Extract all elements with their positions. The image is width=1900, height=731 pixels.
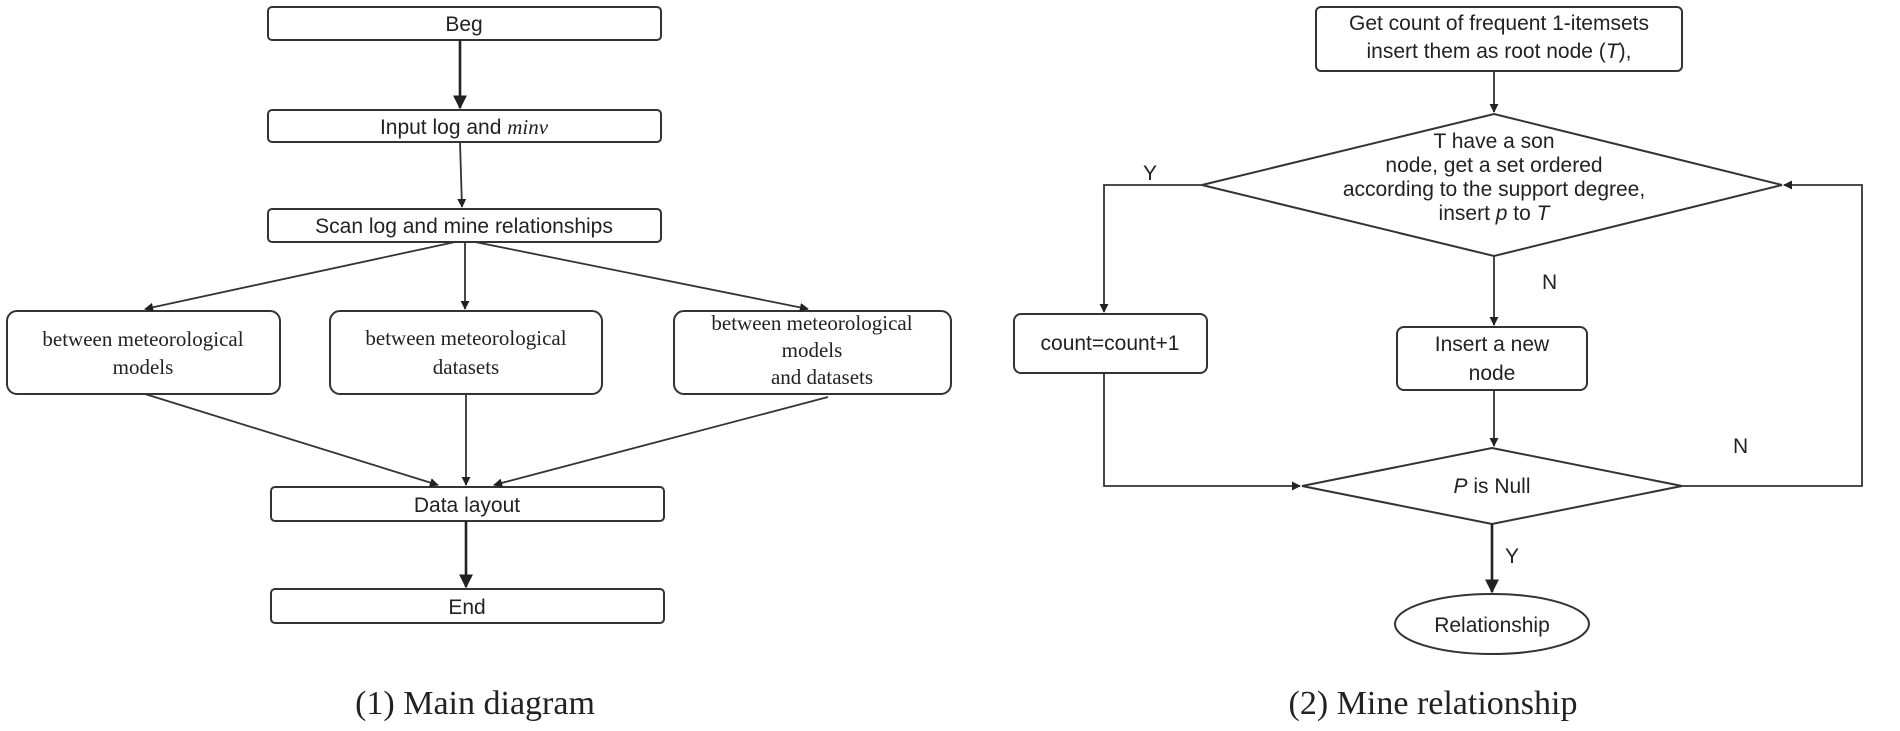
branch-both-line-2: models bbox=[782, 338, 843, 362]
branch-models-line-1: between meteorological bbox=[42, 327, 243, 351]
svg-text:P is Null: P is Null bbox=[1453, 475, 1530, 498]
decision-son-p-variable: p bbox=[1495, 202, 1508, 225]
decision-son-node: T have a son node, get a set ordered acc… bbox=[1201, 112, 1783, 258]
svg-text:insert p to T: insert p to T bbox=[1439, 202, 1552, 225]
mine-relationship-caption: (2) Mine relationship bbox=[1289, 685, 1578, 722]
svg-text:Input log and minv: Input log and minv bbox=[380, 115, 549, 139]
relationship-label: Relationship bbox=[1434, 614, 1550, 637]
start-line-2: insert them as root node ( bbox=[1367, 40, 1606, 63]
main-diagram-caption: (1) Main diagram bbox=[355, 685, 595, 722]
label-no-null: N bbox=[1733, 435, 1748, 458]
data-layout-label: Data layout bbox=[414, 494, 520, 517]
label-no-son: N bbox=[1542, 271, 1557, 294]
decision-son-line-2: node, get a set ordered bbox=[1385, 154, 1602, 177]
main-diagram: Beg Input log and minv Scan log and mine… bbox=[6, 6, 952, 722]
decision-son-line-1: have a son bbox=[1446, 130, 1555, 153]
branch-datasets-node: between meteorological datasets bbox=[329, 310, 603, 395]
insert-line-1: Insert a new bbox=[1435, 333, 1550, 356]
end-node: End bbox=[270, 588, 665, 624]
insert-node: Insert a new node bbox=[1396, 326, 1588, 391]
decision-null-node: P is Null bbox=[1301, 446, 1683, 526]
arrow-decision-yes-to-count bbox=[1099, 184, 1202, 313]
input-label: Input log and bbox=[380, 116, 507, 139]
arrow-count-to-null-check bbox=[1103, 373, 1301, 491]
start-root-variable: T bbox=[1606, 40, 1621, 63]
insert-line-2: node bbox=[1469, 362, 1516, 385]
branch-datasets-line-1: between meteorological bbox=[365, 326, 566, 350]
branch-both-line-3: and datasets bbox=[771, 365, 873, 389]
decision-son-line-3: according to the support degree, bbox=[1343, 178, 1645, 201]
label-yes-son: Y bbox=[1143, 162, 1157, 185]
decision-son-t-variable: T bbox=[1537, 202, 1552, 225]
mine-relationship-diagram: Get count of frequent 1-itemsets insert … bbox=[1013, 6, 1863, 722]
arrow-scan-to-both bbox=[474, 241, 809, 312]
decision-son-variable: T bbox=[1433, 130, 1446, 153]
decision-null-variable: P bbox=[1453, 475, 1467, 498]
arrow-input-to-scan bbox=[457, 141, 467, 208]
branch-both-node: between meteorological models and datase… bbox=[673, 310, 952, 395]
count-label: count=count+1 bbox=[1041, 332, 1180, 355]
start-line-1: Get count of frequent 1-itemsets bbox=[1349, 12, 1649, 35]
label-yes-null: Y bbox=[1505, 545, 1519, 568]
relationship-node: Relationship bbox=[1394, 593, 1590, 655]
branch-both-line-1: between meteorological bbox=[711, 311, 912, 335]
svg-text:insert them as root node (T),: insert them as root node (T), bbox=[1367, 40, 1632, 63]
start-line-2-end: ), bbox=[1619, 40, 1632, 63]
scan-node: Scan log and mine relationships bbox=[267, 208, 662, 243]
count-node: count=count+1 bbox=[1013, 313, 1208, 374]
input-node: Input log and minv bbox=[267, 109, 662, 143]
decision-son-line-4: insert bbox=[1439, 202, 1496, 225]
input-variable: minv bbox=[507, 115, 549, 139]
arrow-models-to-layout bbox=[144, 393, 439, 487]
end-label: End bbox=[448, 596, 485, 619]
decision-null-label: is Null bbox=[1468, 475, 1531, 498]
branch-models-node: between meteorological models bbox=[6, 310, 281, 395]
branch-datasets-line-2: datasets bbox=[433, 355, 499, 379]
begin-node: Beg bbox=[267, 6, 662, 41]
scan-label: Scan log and mine relationships bbox=[315, 215, 613, 238]
begin-label: Beg bbox=[445, 13, 482, 36]
start-node: Get count of frequent 1-itemsets insert … bbox=[1315, 6, 1683, 72]
decision-son-line-4-mid: to bbox=[1507, 202, 1536, 225]
svg-text:T have a son: T have a son bbox=[1433, 130, 1554, 153]
arrow-scan-to-models bbox=[144, 241, 456, 312]
arrow-null-no-loop-back bbox=[1682, 180, 1863, 487]
arrow-both-to-layout bbox=[493, 396, 829, 488]
branch-models-line-2: models bbox=[113, 355, 174, 379]
data-layout-node: Data layout bbox=[270, 486, 665, 522]
